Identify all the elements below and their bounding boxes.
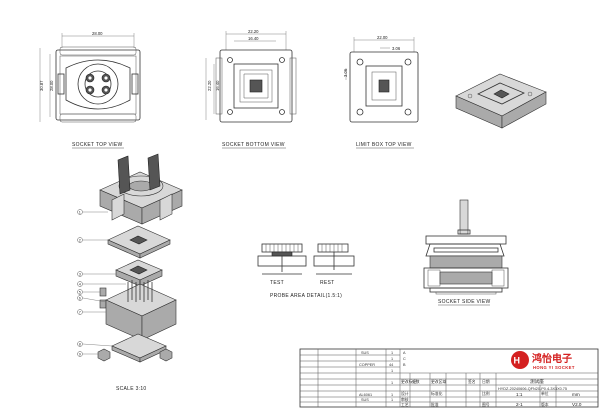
balloon-4: 4	[79, 282, 81, 286]
revision-b: B	[403, 363, 406, 367]
company-name-en: HONG YI SOCKET	[533, 365, 575, 370]
socket-top-view: 28.00 30.87 28.00 SOCKET TOP VIEW	[39, 31, 141, 149]
probe-area-detail: TEST REST PROBE AREA DETAIL(1.5:1)	[257, 243, 355, 299]
bottom-view-outer-dim: 22.20	[248, 29, 259, 34]
revision-c: C	[403, 357, 406, 361]
drawing-number: HYDZ-20240606-QFN20-P0.4-3X3X0.75	[498, 387, 567, 391]
material-7: SUS	[361, 398, 369, 402]
probe-rest-label: REST	[320, 280, 335, 286]
bottom-view-label: SOCKET BOTTOM VIEW	[222, 142, 285, 148]
unit-value: mm	[572, 392, 580, 397]
title-block: SUS COPPER AL6061 SUS 1 1 44 1 1 1 1 A C…	[299, 348, 599, 408]
header-date: 日期	[482, 379, 490, 384]
balloon-2: 2	[79, 238, 81, 242]
balloon-5: 5	[79, 290, 81, 294]
side-view-label: SOCKET SIDE VIEW	[438, 299, 491, 305]
company-name-cn: 鸿怡电子	[532, 352, 572, 365]
socket-bottom-view: 22.20 16.40 22.20 16.40 SOCKET BOTTOM VI…	[205, 29, 297, 149]
scale-label: SCALE 3:10	[116, 386, 147, 392]
company-logo: H 鸿怡电子 HONG YI SOCKET	[511, 351, 575, 370]
probe-test-detail: TEST	[257, 243, 307, 286]
bottom-view-vertical-outer-dim: 22.20	[207, 80, 212, 91]
qty-4: 1	[391, 369, 393, 373]
cell-review: 审核	[401, 397, 409, 402]
cell-standard: 标准化	[431, 391, 443, 396]
material-6: AL6061	[359, 393, 372, 397]
balloon-6: 6	[79, 296, 81, 300]
balloon-8: 8	[79, 342, 81, 346]
top-view-height-outer-dim: 30.87	[39, 80, 44, 91]
header-mark: 更改标记	[401, 379, 416, 384]
bottom-view-inner-dim: 16.40	[248, 36, 259, 41]
cell-design: 设计	[401, 391, 409, 396]
bottom-view-vertical-inner-dim: 16.40	[215, 80, 220, 91]
balloon-1: 1	[79, 210, 81, 214]
qty-2: 1	[391, 357, 393, 361]
socket-isometric-view	[455, 73, 547, 129]
limit-box-outer-dim: 22.00	[377, 35, 388, 40]
socket-side-view: SOCKET SIDE VIEW	[423, 199, 509, 306]
material-1: SUS	[361, 351, 369, 355]
balloon-group: 1 2 3 4 5 6 7 8 9	[77, 209, 126, 357]
header-area: 更改区域	[431, 379, 446, 384]
qty-6: 1	[391, 393, 393, 397]
qty-7: 1	[391, 398, 393, 402]
header-sign: 签名	[468, 379, 476, 384]
top-view-label: SOCKET TOP VIEW	[72, 142, 123, 148]
limit-box-inner-dim: 3.06	[392, 46, 401, 51]
probe-rest-detail: REST	[313, 243, 355, 286]
top-view-height-inner-dim: 28.00	[49, 80, 54, 91]
version-value: V2.0	[572, 402, 582, 407]
revision-a: A	[403, 351, 406, 355]
svg-text:H: H	[514, 356, 521, 366]
limit-box-vertical-dim: 3.06	[343, 68, 348, 77]
sheet-value: 2-1	[516, 402, 523, 407]
part-name: 测试座	[530, 378, 544, 385]
top-view-width-dim: 28.00	[92, 31, 103, 36]
cell-version: 版本	[541, 402, 549, 407]
exploded-view: 1 2 3 4 5 6 7 8 9 SCALE 3:10	[77, 153, 183, 392]
balloon-7: 7	[79, 310, 81, 314]
cell-scale: 比例	[482, 391, 490, 396]
material-3: COPPER	[359, 363, 375, 367]
qty-5: 1	[391, 381, 393, 385]
cell-drawing-no: 图号	[482, 402, 490, 407]
balloon-3: 3	[79, 272, 81, 276]
header-count: 处数	[412, 379, 420, 384]
qty-1: 1	[391, 351, 393, 355]
cell-approve: 批准	[431, 402, 439, 407]
balloon-9: 9	[79, 352, 81, 356]
probe-detail-title: PROBE AREA DETAIL(1.5:1)	[270, 293, 342, 299]
limit-box-top-view: 22.00 3.06 3.06 LIMIT BOX TOP VIEW	[343, 35, 419, 149]
probe-test-label: TEST	[270, 280, 284, 286]
limit-box-view-label: LIMIT BOX TOP VIEW	[356, 142, 412, 148]
scale-value: 1:1	[516, 392, 523, 397]
cell-process: 工艺	[401, 402, 409, 407]
qty-3: 44	[389, 363, 393, 367]
cell-unit: 单位	[541, 391, 549, 396]
